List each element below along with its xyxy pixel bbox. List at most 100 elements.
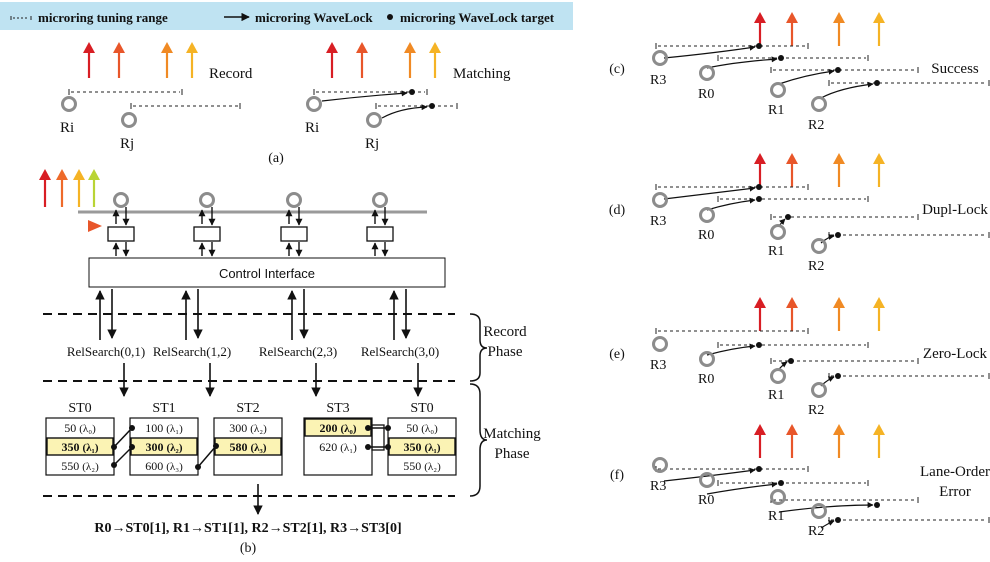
wavelock-arrow [706, 481, 778, 495]
wavelock-target [756, 184, 762, 190]
laser-arrow-1 [786, 424, 798, 458]
legend-tuning-range: microring tuning range [38, 10, 168, 25]
relsearch-label-0: RelSearch(0,1) [67, 344, 145, 359]
laser-arrow-0 [754, 297, 766, 331]
ring-r1 [770, 368, 786, 384]
table-row: 100 (λ₁) [145, 421, 183, 435]
ring-label: R1 [768, 509, 784, 524]
microring [113, 192, 129, 208]
ring-r3 [652, 457, 668, 473]
legend-wavelock: microring WaveLock [255, 10, 373, 25]
ring-r3 [652, 192, 668, 208]
tuning-range [717, 480, 869, 486]
ring-r0 [699, 65, 715, 81]
laser-arrow-0 [754, 12, 766, 46]
table-row: 580 (λ₃) [229, 440, 266, 454]
microring [286, 192, 302, 208]
table-row: 600 (λ₃) [145, 459, 183, 473]
ring-ri-label-matching: Ri [305, 120, 319, 136]
microring [199, 192, 215, 208]
control-interface-label: Control Interface [219, 266, 315, 281]
laser-arrow-0 [326, 42, 338, 78]
wavelock-target [835, 373, 841, 379]
wavelock-arrow [778, 502, 874, 513]
heater-box [107, 226, 135, 242]
table-row: 550 (λ₂) [403, 459, 441, 473]
link-dot [213, 443, 219, 449]
laser-arrow-2 [833, 12, 845, 46]
panel-a: Record Matching Ri Rj [60, 42, 511, 166]
search-table-name: ST2 [236, 401, 259, 416]
link-dot [365, 425, 371, 431]
wavelock-target [756, 196, 762, 202]
link-dot [195, 464, 201, 470]
microring-unit-1 [193, 192, 221, 257]
link-dot [111, 444, 117, 450]
ring-r0 [699, 472, 715, 488]
tuning-range [655, 328, 809, 334]
laser-arrow-0 [754, 424, 766, 458]
search-table-name: ST3 [326, 401, 349, 416]
tuning-range [655, 466, 809, 472]
ring-label: R0 [698, 228, 714, 243]
matching-phase-brace [469, 383, 488, 497]
ring-rj-label: Rj [120, 136, 134, 152]
record-phase-label-2: Phase [488, 344, 523, 360]
laser-arrow-2 [161, 42, 173, 78]
wavelock-arrow [820, 81, 874, 99]
laser-arrow-3 [873, 12, 885, 46]
wavelock-target [785, 214, 791, 220]
tuning-range [828, 373, 990, 379]
tuning-range-symbol [10, 16, 32, 20]
table-row: 300 (λ₂) [145, 440, 182, 454]
relsearch-label-2: RelSearch(2,3) [259, 344, 337, 359]
tuning-range [828, 232, 990, 238]
laser-arrow-1 [113, 42, 125, 78]
tuning-range [655, 43, 809, 49]
ring-ri-label: Ri [60, 120, 74, 136]
ring-label: R3 [650, 358, 666, 373]
wavelock-target [756, 466, 762, 472]
laser-arrow-2 [833, 153, 845, 187]
table-link [113, 427, 133, 448]
ring-label: R0 [698, 493, 714, 508]
ring-label: R0 [698, 87, 714, 102]
panel-b: Control Interface RelSearch(0,1) RelSearc… [39, 169, 541, 556]
table-row: 550 (λ₂) [61, 459, 99, 473]
target-dot-symbol [387, 14, 393, 20]
laser-arrow-1 [786, 297, 798, 331]
laser-arrow-3 [873, 153, 885, 187]
tuning-range [717, 196, 869, 202]
wavelock-arrow-rj [381, 104, 428, 119]
laser-arrow-2 [833, 297, 845, 331]
outcome-label: Error [939, 484, 971, 500]
matching-label: Matching [453, 66, 511, 82]
outcome-label: Dupl-Lock [922, 202, 988, 218]
caption: (c) [609, 62, 625, 77]
input-laser-1 [56, 169, 68, 207]
table-row: 200 (λ₀) [319, 421, 356, 435]
ring-label: R1 [768, 103, 784, 118]
wavelock-arrow-ri [321, 90, 408, 102]
ring-r1 [770, 82, 786, 98]
link-dot [365, 444, 371, 450]
table-row: 300 (λ₂) [229, 421, 267, 435]
link-dot [385, 425, 391, 431]
wavelock-target [874, 80, 880, 86]
wavelock-target [835, 67, 841, 73]
wavelock-arrow [778, 68, 835, 85]
wavelock-target [835, 232, 841, 238]
caption-b: (b) [240, 541, 257, 556]
microring-unit-3 [366, 192, 394, 257]
link-dot [385, 444, 391, 450]
table-row: 620 (λ₁) [319, 440, 357, 454]
caption: (e) [609, 347, 625, 362]
link-dot [111, 462, 117, 468]
laser-arrow-0 [83, 42, 95, 78]
tuning-range-rj-record [130, 103, 241, 109]
input-laser-0 [39, 169, 51, 207]
ring-label: R1 [768, 388, 784, 403]
